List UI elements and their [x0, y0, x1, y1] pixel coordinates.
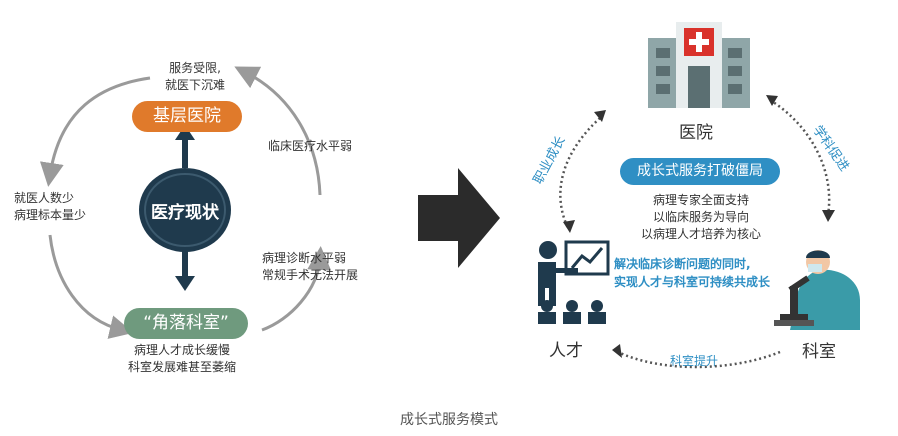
teacher-icon [538, 240, 610, 324]
right-top-note: 临床医疗水平弱 [268, 139, 353, 153]
hospital-icon [648, 22, 750, 108]
dotted-arrow-right [769, 98, 831, 216]
bottom-note-line-2: 科室发展难甚至萎缩 [128, 360, 237, 374]
highlight-line-1: 解决临床诊断问题的同时, [614, 257, 751, 271]
cycle-arrow-top-right [234, 66, 322, 196]
cycle-arrow-bottom-left [48, 234, 134, 339]
bottom-note: 病理人才成长缓慢 科室发展难甚至萎缩 [128, 342, 236, 376]
big-right-arrow [418, 168, 500, 268]
right-bottom-note-line-2: 常规手术无法开展 [262, 268, 359, 282]
left-note: 就医人数少 病理标本量少 [14, 190, 86, 224]
top-note-line-1: 服务受限, [169, 61, 221, 75]
bottom-note-line-1: 病理人才成长缓慢 [134, 343, 231, 357]
dotted-arrow-bottom [617, 350, 781, 369]
caption: 成长式服务模式 [400, 412, 498, 428]
center-label: 医疗现状 [151, 203, 219, 223]
highlight-text: 解决临床诊断问题的同时, 实现人才与科室可持续共成长 [614, 255, 770, 291]
dept-label: 科室 [802, 342, 836, 362]
arrow-label-dept-upgrade: 科室提升 [670, 354, 719, 368]
node-corner-dept: “角落科室” [124, 308, 248, 339]
top-note-line-2: 就医下沉难 [164, 78, 225, 92]
right-bottom-note-line-1: 病理诊断水平弱 [262, 251, 347, 265]
support-line-3: 以病理人才培养为核心 [640, 227, 761, 241]
highlight-line-2: 实现人才与科室可持续共成长 [614, 275, 771, 289]
dotted-arrow-left [559, 117, 601, 229]
cycle-arrow-bottom-right [261, 246, 332, 332]
left-note-line-1: 就医人数少 [14, 191, 75, 205]
scientist-microscope-icon [774, 250, 860, 330]
hospital-label: 医院 [679, 123, 713, 143]
support-line-2: 以临床服务为导向 [652, 210, 749, 224]
support-list: 病理专家全面支持 以临床服务为导向 以病理人才培养为核心 [636, 192, 766, 243]
left-note-line-2: 病理标本量少 [14, 208, 87, 222]
node-primary-hospital: 基层医院 [132, 101, 242, 132]
talent-label: 人才 [549, 341, 583, 361]
center-swirl [139, 168, 231, 252]
support-line-1: 病理专家全面支持 [652, 193, 749, 207]
banner: 成长式服务打破僵局 [620, 158, 780, 185]
top-note: 服务受限, 就医下沉难 [150, 60, 240, 94]
right-bottom-note: 病理诊断水平弱 常规手术无法开展 [262, 250, 358, 284]
cycle-arrow-top-left [39, 76, 151, 187]
